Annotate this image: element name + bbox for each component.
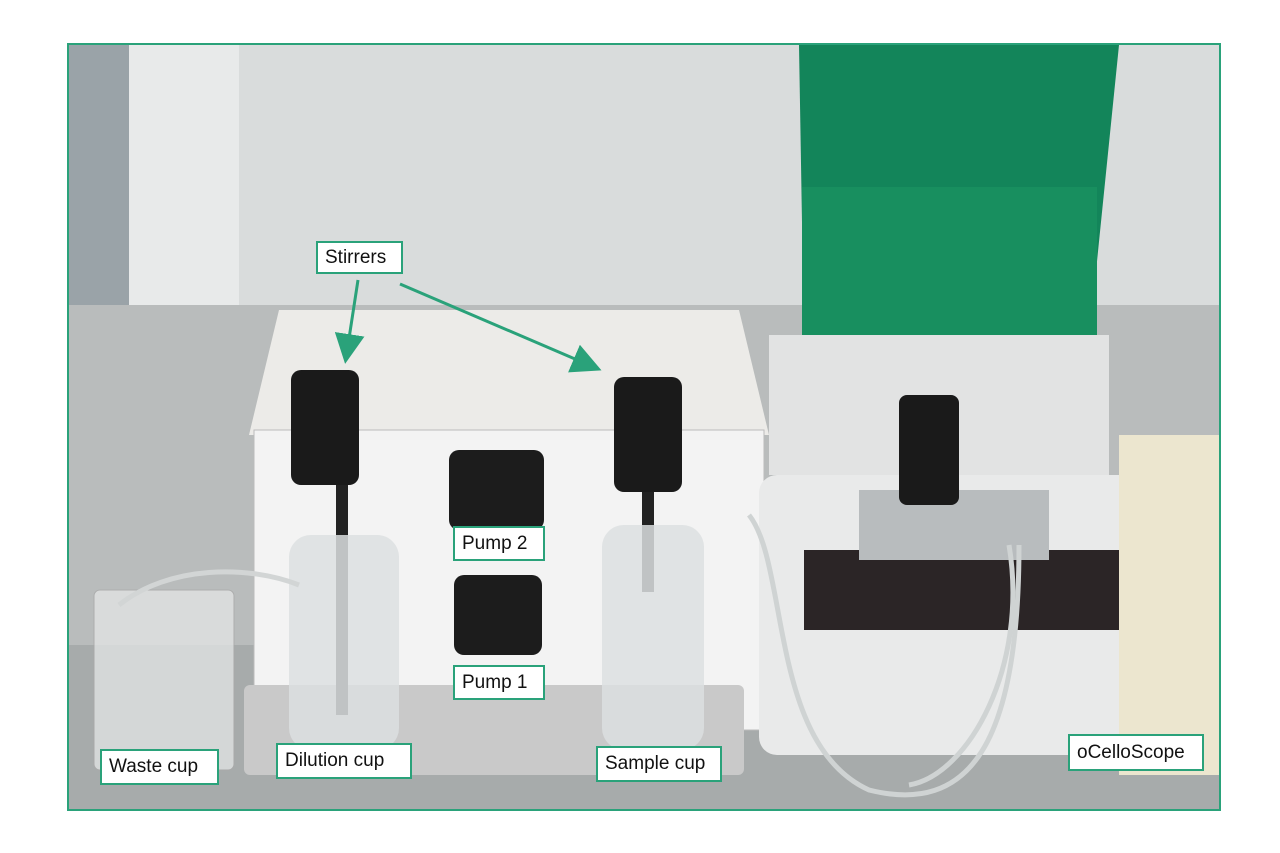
dilution-cup-bottle	[289, 535, 399, 750]
label-pump-2: Pump 2	[453, 526, 545, 561]
label-stirrers: Stirrers	[316, 241, 403, 274]
stage-plate	[804, 550, 1149, 630]
label-ocelloscope: oCelloScope	[1068, 734, 1204, 771]
pump-1-head	[454, 575, 542, 655]
label-waste-cup: Waste cup	[100, 749, 219, 785]
label-pump-1: Pump 1	[453, 665, 545, 700]
sample-cup-bottle	[602, 525, 704, 750]
stirrer-right	[614, 377, 682, 492]
lab-setup-photo	[67, 43, 1221, 811]
label-dilution-cup: Dilution cup	[276, 743, 412, 779]
label-sample-cup: Sample cup	[596, 746, 722, 782]
waste-beaker	[93, 589, 235, 771]
pump-2-head	[449, 450, 544, 530]
photo-scene	[69, 45, 1219, 809]
stirrer-left	[291, 370, 359, 485]
